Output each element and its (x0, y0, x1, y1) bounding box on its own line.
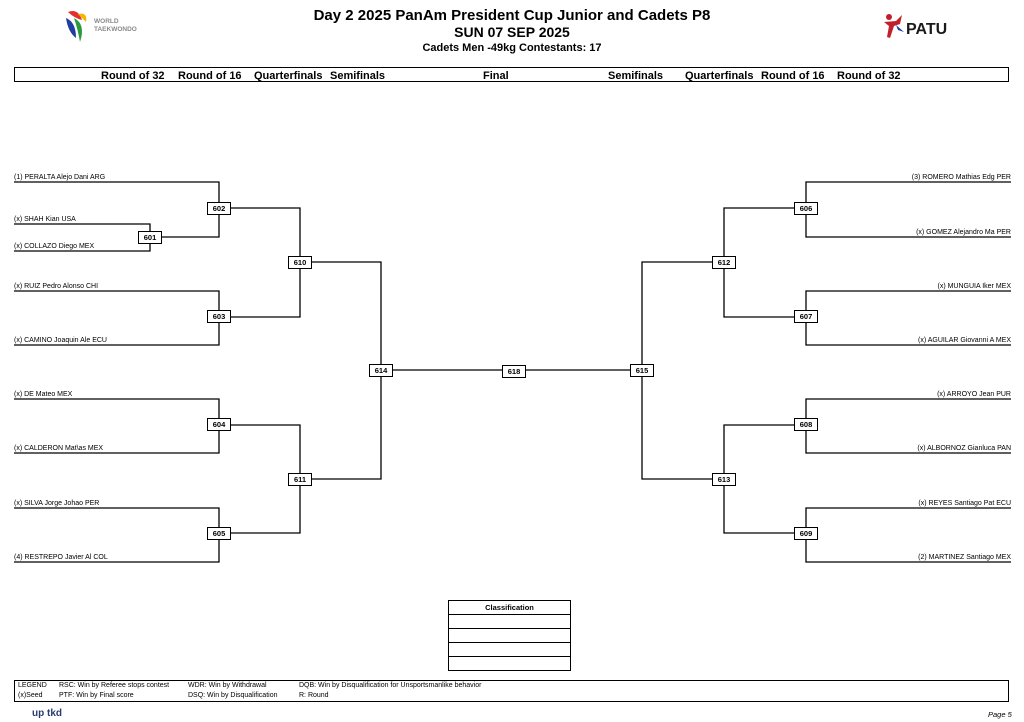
legend-rsc: RSC: Win by Referee stops contest (59, 682, 170, 689)
round-label-left-r32: Round of 32 (101, 70, 165, 82)
event-date: SUN 07 SEP 2025 (454, 24, 570, 40)
athlete-left-2: (x) SHAH Kian USA (14, 216, 76, 223)
page-title: Day 2 2025 PanAm President Cup Junior an… (313, 7, 711, 24)
match-box-606[interactable]: 606 (794, 202, 818, 215)
legend-label: LEGEND (18, 682, 47, 689)
match-box-601[interactable]: 601 (138, 231, 162, 244)
match-box-604[interactable]: 604 (207, 418, 231, 431)
uptkd-logo: up tkd (32, 708, 62, 719)
match-box-605[interactable]: 605 (207, 527, 231, 540)
round-label-left-qf: Quarterfinals (254, 70, 323, 82)
wt-logo-word-2: TAEKWONDO (94, 26, 137, 33)
classification-title: Classification (449, 601, 570, 615)
round-label-right-r32: Round of 32 (837, 70, 901, 82)
legend-ptf: PTF: Win by Final score (59, 692, 134, 699)
legend-seed: (x)Seed (18, 692, 43, 699)
classification-row (449, 629, 570, 643)
round-label-final: Final (483, 70, 509, 82)
athlete-right-7: (x) REYES Santiago Pat ECU (918, 500, 1011, 507)
classification-row (449, 615, 570, 629)
classification-table: Classification (448, 600, 571, 671)
round-label-left-sf: Semifinals (330, 70, 386, 82)
patu-logo: PATU (880, 12, 962, 42)
bracket-line (723, 207, 806, 318)
world-taekwondo-logo: WORLD TAEKWONDO (64, 8, 154, 44)
athlete-right-3: (x) MUNGUIA Iker MEX (937, 283, 1011, 290)
wt-logo-word-1: WORLD (94, 18, 119, 25)
match-box-611[interactable]: 611 (288, 473, 312, 486)
match-box-612[interactable]: 612 (712, 256, 736, 269)
match-box-613[interactable]: 613 (712, 473, 736, 486)
athlete-left-3: (x) COLLAZO Diego MEX (14, 243, 95, 250)
athlete-left-8: (x) SILVA Jorge Johao PER (14, 500, 100, 507)
athlete-right-8: (2) MARTINEZ Santiago MEX (918, 554, 1011, 561)
match-box-615[interactable]: 615 (630, 364, 654, 377)
patu-logo-text: PATU (906, 21, 947, 38)
athlete-right-2: (x) GOMEZ Alejandro Ma PER (916, 229, 1011, 236)
athlete-left-5: (x) CAMINO Joaquin Ale ECU (14, 337, 107, 344)
classification-row (449, 657, 570, 670)
page-number: Page 5 (988, 710, 1012, 719)
match-box-618[interactable]: 618 (502, 365, 526, 378)
match-box-608[interactable]: 608 (794, 418, 818, 431)
legend-dsq: DSQ: Win by Disqualification (188, 692, 278, 699)
legend-box: LEGEND (x)Seed RSC: Win by Referee stops… (14, 680, 1009, 702)
athlete-left-4: (x) RUIZ Pedro Alonso CHI (14, 283, 99, 290)
bracket-line (14, 181, 220, 238)
round-label-right-r16: Round of 16 (761, 70, 825, 82)
legend-round: R: Round (299, 692, 329, 699)
athlete-right-5: (x) ARROYO Jean PUR (937, 391, 1011, 398)
classification-row (449, 643, 570, 657)
athlete-left-1: (1) PERALTA Alejo Dani ARG (14, 174, 106, 181)
match-box-614[interactable]: 614 (369, 364, 393, 377)
athlete-right-4: (x) AGUILAR Giovanni A MEX (918, 337, 1011, 344)
match-box-609[interactable]: 609 (794, 527, 818, 540)
match-box-603[interactable]: 603 (207, 310, 231, 323)
athlete-right-6: (x) ALBORNOZ Gianluca PAN (917, 445, 1011, 452)
match-box-602[interactable]: 602 (207, 202, 231, 215)
legend-dqb: DQB: Win by Disqualification for Unsport… (299, 682, 482, 689)
athlete-left-6: (x) DE Mateo MEX (14, 391, 73, 398)
match-box-607[interactable]: 607 (794, 310, 818, 323)
round-header-bar (14, 67, 1009, 82)
athlete-right-1: (3) ROMERO Mathias Edg PER (911, 174, 1011, 181)
round-label-right-sf: Semifinals (608, 70, 664, 82)
round-label-left-r16: Round of 16 (178, 70, 242, 82)
match-box-610[interactable]: 610 (288, 256, 312, 269)
athlete-left-9: (4) RESTREPO Javier Al COL (14, 554, 108, 561)
bracket-line (723, 424, 806, 534)
round-label-right-qf: Quarterfinals (685, 70, 754, 82)
legend-wdr: WDR: Win by Withdrawal (188, 682, 267, 689)
bracket-line (641, 261, 724, 480)
athlete-left-7: (x) CALDERON Mat\as MEX (14, 445, 104, 452)
category-info: Cadets Men -49kg Contestants: 17 (422, 42, 602, 54)
